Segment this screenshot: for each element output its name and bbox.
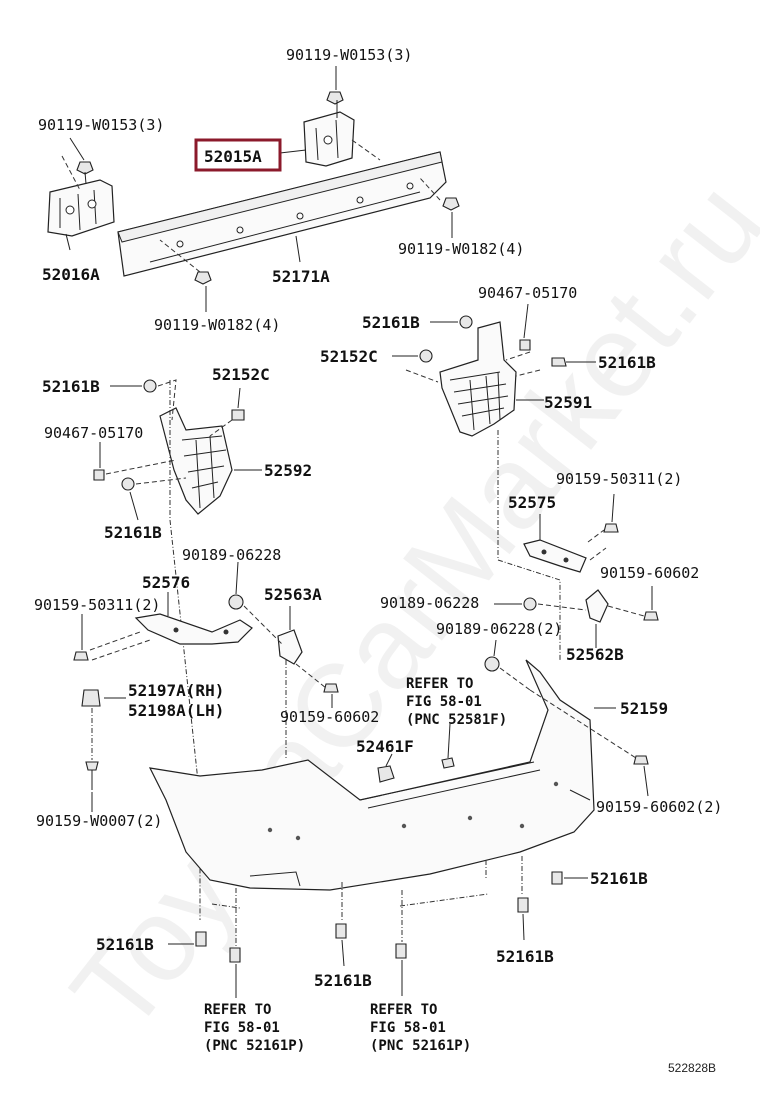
bolt-90119-w0182-left xyxy=(194,271,212,285)
bracket-52575 xyxy=(523,539,587,573)
highlight-box xyxy=(194,138,282,172)
label-52161b-a: 52161B xyxy=(362,313,420,332)
bolt-90159-50311-left xyxy=(73,651,89,661)
bolt-90159-60602-mid xyxy=(643,611,659,621)
label-52016a: 52016A xyxy=(42,265,100,284)
ref-top-line2: FIG 58-01 xyxy=(406,694,482,710)
ref-top-line3: (PNC 52581F) xyxy=(406,712,507,728)
bolt-52161b-g xyxy=(195,931,207,947)
clip-52152c-left xyxy=(231,409,245,421)
refer-marker xyxy=(441,757,455,769)
label-52171a: 52171A xyxy=(272,267,330,286)
label-90189-06228-mid: 90189-06228 xyxy=(380,594,479,612)
label-90119-w0182-left: 90119-W0182(4) xyxy=(154,316,280,334)
bolt-52161b-a xyxy=(459,315,473,329)
label-52461f: 52461F xyxy=(356,737,414,756)
reinforcement-bar xyxy=(117,151,447,277)
label-90467-05170-left: 90467-05170 xyxy=(44,424,143,442)
ref-bl-line1: REFER TO xyxy=(204,1002,271,1018)
label-90159-60602-2: 90159-60602(2) xyxy=(596,798,722,816)
label-52161b-e: 52161B xyxy=(590,869,648,888)
bolt-90189-06228-2 xyxy=(484,656,500,672)
label-52576: 52576 xyxy=(142,573,190,592)
label-90119-w0182-right: 90119-W0182(4) xyxy=(398,240,524,258)
bolt-52161b-b xyxy=(551,357,567,367)
diagram-code: 522828B xyxy=(668,1061,716,1075)
ref-bl-line3: (PNC 52161P) xyxy=(204,1038,305,1054)
bolt-90159-60602-2 xyxy=(633,755,649,765)
clip-refer-right xyxy=(395,943,407,959)
label-52198a: 52198A(LH) xyxy=(128,701,224,720)
side-retainer-52592 xyxy=(159,407,233,515)
label-52575: 52575 xyxy=(508,493,556,512)
side-retainer-52591 xyxy=(439,321,517,437)
label-52161b-d: 52161B xyxy=(104,523,162,542)
label-52152c-right: 52152C xyxy=(320,347,378,366)
label-52592: 52592 xyxy=(264,461,312,480)
ref-top-line1: REFER TO xyxy=(406,676,473,692)
bolt-90119-w0153-left xyxy=(76,161,94,185)
label-52161b-f: 52161B xyxy=(496,947,554,966)
label-52159: 52159 xyxy=(620,699,668,718)
bolt-52161b-e xyxy=(551,871,563,885)
label-90159-w0007: 90159-W0007(2) xyxy=(36,812,162,830)
bolt-90159-60602-top xyxy=(323,683,339,693)
bracket-52563a xyxy=(277,629,303,665)
bolt-90159-50311-right xyxy=(603,523,619,533)
label-52152c-left: 52152C xyxy=(212,365,270,384)
label-52161b-g: 52161B xyxy=(96,935,154,954)
bumper-cover-52159 xyxy=(148,659,595,891)
bolt-52161b-c xyxy=(143,379,157,393)
bolt-90119-w0153-top xyxy=(326,91,344,118)
bolt-52161b-h xyxy=(335,923,347,939)
bracket-52562b xyxy=(585,589,609,623)
clip-52197a-52198a xyxy=(81,689,101,707)
bolt-52161b-f xyxy=(517,897,529,913)
label-90467-05170-right: 90467-05170 xyxy=(478,284,577,302)
left-bracket-52016a xyxy=(47,179,115,237)
clip-90467-05170-left xyxy=(93,469,105,481)
right-bracket-52015a xyxy=(303,111,355,167)
ref-br-line1: REFER TO xyxy=(370,1002,437,1018)
label-90159-50311-left: 90159-50311(2) xyxy=(34,596,160,614)
label-90159-60602-mid: 90159-60602 xyxy=(280,708,379,726)
label-52015a: 52015A xyxy=(204,147,262,166)
sensor-52461f xyxy=(377,765,395,783)
bolt-90119-w0182-right xyxy=(442,197,460,211)
label-90159-50311-right: 90159-50311(2) xyxy=(556,470,682,488)
ref-bl-line2: FIG 58-01 xyxy=(204,1020,280,1036)
label-52161b-h: 52161B xyxy=(314,971,372,990)
label-90189-06228-2: 90189-06228(2) xyxy=(436,620,562,638)
clip-90467-05170-right xyxy=(519,339,531,351)
bolt-90189-06228-top xyxy=(228,594,244,610)
clip-refer-left xyxy=(229,947,241,963)
bolt-52161b-d xyxy=(121,477,135,491)
ref-br-line2: FIG 58-01 xyxy=(370,1020,446,1036)
bolt-52152c-right xyxy=(419,349,433,363)
label-90189-06228-top: 90189-06228 xyxy=(182,546,281,564)
label-52161b-b: 52161B xyxy=(598,353,656,372)
label-52197a: 52197A(RH) xyxy=(128,681,224,700)
label-52562b: 52562B xyxy=(566,645,624,664)
label-90159-60602-top: 90159-60602 xyxy=(600,564,699,582)
ref-br-line3: (PNC 52161P) xyxy=(370,1038,471,1054)
bracket-52576 xyxy=(134,613,253,645)
label-90119-w0153-left: 90119-W0153(3) xyxy=(38,116,164,134)
label-52161b-c: 52161B xyxy=(42,377,100,396)
label-90119-w0153-top: 90119-W0153(3) xyxy=(286,46,412,64)
label-52591: 52591 xyxy=(544,393,592,412)
label-52563a: 52563A xyxy=(264,585,322,604)
screw-90159-w0007 xyxy=(85,761,99,790)
bolt-90189-06228-mid xyxy=(523,597,537,611)
